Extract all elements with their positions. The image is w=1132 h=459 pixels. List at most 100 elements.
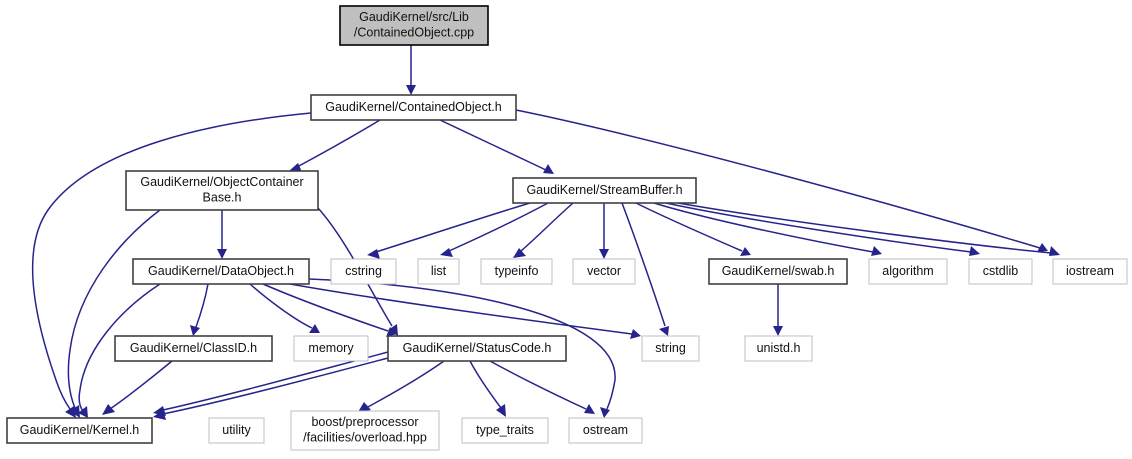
arrowhead-icon: [102, 404, 115, 415]
edge-line: [653, 202, 874, 253]
node-box[interactable]: [1052, 258, 1128, 285]
nodes-layer: GaudiKernel/src/Lib/ContainedObject.cppG…: [6, 5, 1128, 451]
edge-dataobject_h-to-statuscode_h: [262, 283, 397, 337]
arrowhead-icon: [309, 324, 320, 333]
arrowhead-icon: [440, 248, 453, 257]
node-algorithm[interactable]: algorithm: [868, 258, 948, 285]
node-memory[interactable]: memory: [293, 335, 369, 362]
edge-containedobject_h-to-streambuffer_h: [439, 119, 554, 174]
node-box[interactable]: [208, 417, 265, 444]
node-box[interactable]: [480, 258, 553, 285]
node-ostream[interactable]: ostream: [568, 417, 643, 444]
node-label: cstdlib: [983, 264, 1018, 278]
node-type_traits[interactable]: type_traits: [461, 417, 549, 444]
edge-streambuffer_h-to-iostream: [677, 202, 1060, 256]
arrowhead-icon: [599, 249, 609, 259]
node-label: GaudiKernel/src/Lib: [359, 10, 469, 24]
node-statuscode_h[interactable]: GaudiKernel/StatusCode.h: [387, 335, 567, 362]
node-box[interactable]: [641, 335, 700, 362]
node-box[interactable]: [6, 417, 153, 444]
node-dataobject_h[interactable]: GaudiKernel/DataObject.h: [132, 258, 310, 285]
node-label: GaudiKernel/DataObject.h: [148, 264, 294, 278]
node-classid_h[interactable]: GaudiKernel/ClassID.h: [114, 335, 273, 362]
node-box[interactable]: [512, 177, 697, 204]
node-kernel_h[interactable]: GaudiKernel/Kernel.h: [6, 417, 153, 444]
node-label: vector: [587, 264, 621, 278]
edge-objectcontainerbase_h-to-dataobject_h: [217, 210, 227, 259]
node-box[interactable]: [293, 335, 369, 362]
edge-classid_h-to-kernel_h: [102, 360, 173, 415]
node-box[interactable]: [290, 410, 440, 451]
edge-line: [109, 360, 173, 410]
edge-streambuffer_h-to-list: [440, 202, 549, 257]
node-box[interactable]: [461, 417, 549, 444]
node-box[interactable]: [572, 258, 636, 285]
node-box[interactable]: [387, 335, 567, 362]
arrowhead-icon: [386, 327, 397, 337]
node-box[interactable]: [417, 258, 460, 285]
node-iostream[interactable]: iostream: [1052, 258, 1128, 285]
node-utility[interactable]: utility: [208, 417, 265, 444]
node-box[interactable]: [708, 258, 848, 285]
arrowhead-icon: [217, 249, 227, 259]
node-list[interactable]: list: [417, 258, 460, 285]
node-label: list: [431, 264, 447, 278]
node-unistd_h[interactable]: unistd.h: [744, 335, 813, 362]
node-label: /facilities/overload.hpp: [303, 431, 427, 445]
arrowhead-icon: [289, 163, 302, 172]
node-containedobject_h[interactable]: GaudiKernel/ContainedObject.h: [310, 94, 517, 121]
arrowhead-icon: [659, 326, 669, 336]
node-box[interactable]: [968, 258, 1033, 285]
node-label: iostream: [1066, 264, 1114, 278]
node-label: GaudiKernel/StatusCode.h: [403, 341, 552, 355]
node-string[interactable]: string: [641, 335, 700, 362]
node-label: string: [655, 341, 686, 355]
edge-dataobject_h-to-memory: [249, 283, 320, 333]
node-label: boost/preprocessor: [311, 415, 418, 429]
node-swab_h[interactable]: GaudiKernel/swab.h: [708, 258, 848, 285]
edge-statuscode_h-to-kernel_h2: [153, 357, 389, 420]
edge-streambuffer_h-to-vector: [599, 203, 609, 259]
node-label: utility: [222, 423, 251, 437]
node-box[interactable]: [125, 170, 319, 211]
edge-line: [296, 119, 381, 168]
node-streambuffer_h[interactable]: GaudiKernel/StreamBuffer.h: [512, 177, 697, 204]
edge-dataobject_h-to-ostream: [308, 278, 616, 418]
edge-dataobject_h-to-string: [289, 283, 641, 339]
node-box[interactable]: [744, 335, 813, 362]
node-box[interactable]: [868, 258, 948, 285]
node-box[interactable]: [568, 417, 643, 444]
node-box[interactable]: [339, 5, 489, 46]
node-typeinfo[interactable]: typeinfo: [480, 258, 553, 285]
node-cstring[interactable]: cstring: [330, 258, 397, 285]
node-box[interactable]: [330, 258, 397, 285]
edge-swab_h-to-unistd_h: [773, 284, 783, 336]
arrowhead-icon: [70, 405, 80, 418]
edge-line: [67, 209, 161, 409]
node-box[interactable]: [132, 258, 310, 285]
node-label: Base.h: [203, 191, 242, 205]
edge-objectcontainerbase_h-to-kernel_h: [67, 209, 161, 418]
edge-line: [439, 119, 547, 171]
edge-line: [448, 202, 549, 252]
node-vector[interactable]: vector: [572, 258, 636, 285]
node-box[interactable]: [310, 94, 517, 121]
edge-line: [635, 202, 743, 252]
edge-line: [289, 283, 633, 335]
node-containedobject_cpp[interactable]: GaudiKernel/src/Lib/ContainedObject.cpp: [339, 5, 489, 46]
arrowhead-icon: [630, 329, 641, 339]
edge-streambuffer_h-to-string: [621, 202, 669, 336]
edge-line: [665, 202, 972, 253]
arrowhead-icon: [969, 246, 980, 256]
node-cstdlib[interactable]: cstdlib: [968, 258, 1033, 285]
arrowhead-icon: [496, 404, 506, 417]
edge-line: [262, 283, 389, 332]
node-label: /ContainedObject.cpp: [354, 26, 474, 40]
edge-line: [621, 202, 666, 327]
node-boost_overload_hpp[interactable]: boost/preprocessor/facilities/overload.h…: [290, 410, 440, 451]
node-box[interactable]: [114, 335, 273, 362]
edge-line: [162, 357, 389, 415]
